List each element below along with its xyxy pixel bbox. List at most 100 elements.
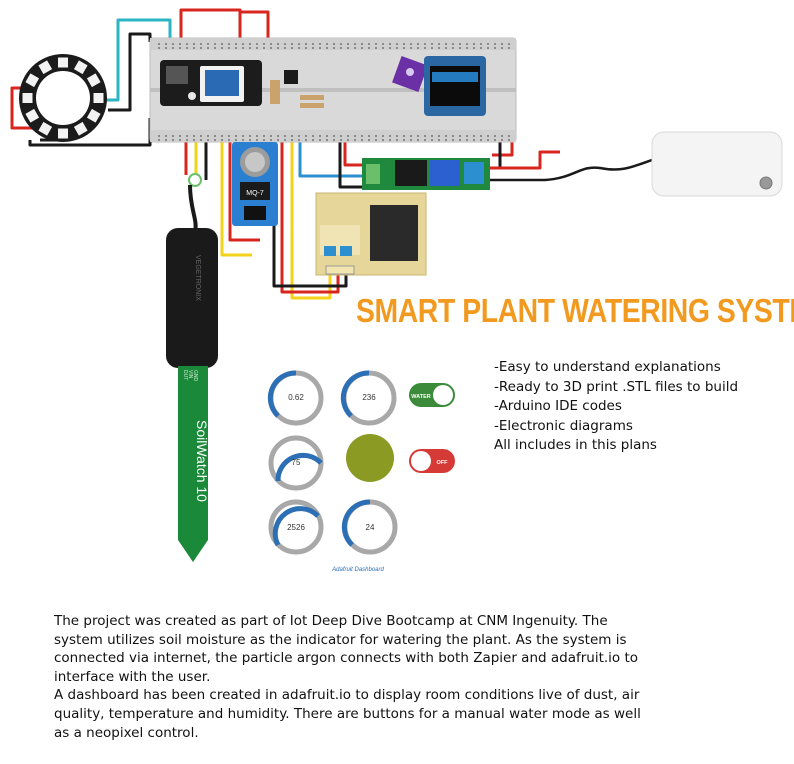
water-toggle-label: WATER <box>411 394 430 400</box>
bme280-sensor <box>392 56 428 92</box>
neopixel-led <box>58 57 68 68</box>
wire-yellow-mq <box>220 120 252 257</box>
breadboard-hole <box>312 139 314 141</box>
breadboard-hole <box>508 135 510 137</box>
breadboard-hole <box>277 47 279 49</box>
breadboard-hole <box>452 139 454 141</box>
breadboard-hole <box>340 139 342 141</box>
breadboard-hole <box>158 47 160 49</box>
soil-moisture-sensor: VEGETRONIX SoilWatch 10 DUT VIN GND <box>166 173 218 562</box>
breadboard-hole <box>270 47 272 49</box>
water-toggle[interactable]: WATER <box>409 383 455 407</box>
breadboard-hole <box>431 135 433 137</box>
breadboard-hole <box>389 135 391 137</box>
breadboard-hole <box>242 43 244 45</box>
breadboard-hole <box>445 43 447 45</box>
breadboard-hole <box>438 135 440 137</box>
breadboard-hole <box>291 47 293 49</box>
breadboard-hole <box>389 43 391 45</box>
breadboard-hole <box>508 139 510 141</box>
breadboard-hole <box>368 135 370 137</box>
breadboard-hole <box>179 139 181 141</box>
breadboard-hole <box>235 43 237 45</box>
wire-red-dust <box>280 120 340 294</box>
gauge-4: 2526 <box>268 499 324 555</box>
breadboard-hole <box>466 43 468 45</box>
breadboard-hole <box>326 47 328 49</box>
breadboard-hole <box>179 135 181 137</box>
breadboard-hole <box>207 135 209 137</box>
breadboard-hole <box>452 43 454 45</box>
oled-display <box>424 56 486 116</box>
breadboard-hole <box>494 47 496 49</box>
breadboard-hole <box>487 135 489 137</box>
off-toggle[interactable]: OFF <box>409 449 455 473</box>
dust-sensor <box>315 192 427 276</box>
breadboard-hole <box>298 47 300 49</box>
breadboard-hole <box>375 47 377 49</box>
breadboard-hole <box>277 139 279 141</box>
breadboard-hole <box>368 47 370 49</box>
breadboard-hole <box>473 43 475 45</box>
off-toggle-label: OFF <box>437 460 449 466</box>
breadboard-hole <box>312 47 314 49</box>
breadboard-hole <box>214 135 216 137</box>
breadboard-hole <box>228 135 230 137</box>
breadboard-hole <box>438 47 440 49</box>
project-description: The project was created as part of Iot D… <box>54 612 654 742</box>
gauge-3-value: 75 <box>292 458 301 467</box>
breadboard-hole <box>284 135 286 137</box>
breadboard-hole <box>319 47 321 49</box>
neopixel-led <box>58 128 68 139</box>
breadboard-hole <box>403 43 405 45</box>
breadboard-hole <box>424 43 426 45</box>
wire-teal-ring <box>100 18 172 102</box>
breadboard-hole <box>438 43 440 45</box>
ring-leds <box>22 57 104 139</box>
breadboard-hole <box>361 47 363 49</box>
breadboard-hole <box>256 139 258 141</box>
breadboard-hole <box>403 47 405 49</box>
breadboard-hole <box>459 139 461 141</box>
breadboard-hole <box>263 139 265 141</box>
breadboard-hole <box>249 139 251 141</box>
breadboard-hole <box>291 135 293 137</box>
breadboard-hole <box>480 43 482 45</box>
breadboard-hole <box>179 43 181 45</box>
breadboard-hole <box>459 43 461 45</box>
breadboard-hole <box>431 47 433 49</box>
breadboard-hole <box>186 135 188 137</box>
breadboard-hole <box>445 47 447 49</box>
breadboard-hole <box>382 47 384 49</box>
breadboard-hole <box>172 135 174 137</box>
breadboard-hole <box>249 43 251 45</box>
breadboard-hole <box>200 43 202 45</box>
breadboard-hole <box>172 43 174 45</box>
neopixel-led <box>93 93 104 103</box>
breadboard-hole <box>319 43 321 45</box>
breadboard-hole <box>382 135 384 137</box>
sensor-label: SoilWatch 10 <box>194 420 210 502</box>
breadboard-hole <box>480 135 482 137</box>
breadboard-hole <box>473 47 475 49</box>
breadboard-hole <box>340 135 342 137</box>
breadboard-hole <box>494 43 496 45</box>
sensor-pin-dut: DUT <box>182 370 188 380</box>
breadboard-hole <box>501 135 503 137</box>
breadboard-hole <box>438 139 440 141</box>
breadboard-hole <box>347 135 349 137</box>
breadboard-hole <box>165 135 167 137</box>
breadboard-hole <box>410 135 412 137</box>
feature-list: -Easy to understand explanations -Ready … <box>494 358 738 456</box>
breadboard-hole <box>305 135 307 137</box>
description-paragraph: The project was created as part of Iot D… <box>54 613 639 685</box>
breadboard-hole <box>270 43 272 45</box>
breadboard-hole <box>410 139 412 141</box>
breadboard-hole <box>172 47 174 49</box>
breadboard-hole <box>277 135 279 137</box>
breadboard-hole <box>487 43 489 45</box>
gauge-5-value: 24 <box>366 523 375 532</box>
gauge-1-value: 0.62 <box>288 393 304 402</box>
breadboard-hole <box>207 47 209 49</box>
breadboard-hole <box>396 43 398 45</box>
